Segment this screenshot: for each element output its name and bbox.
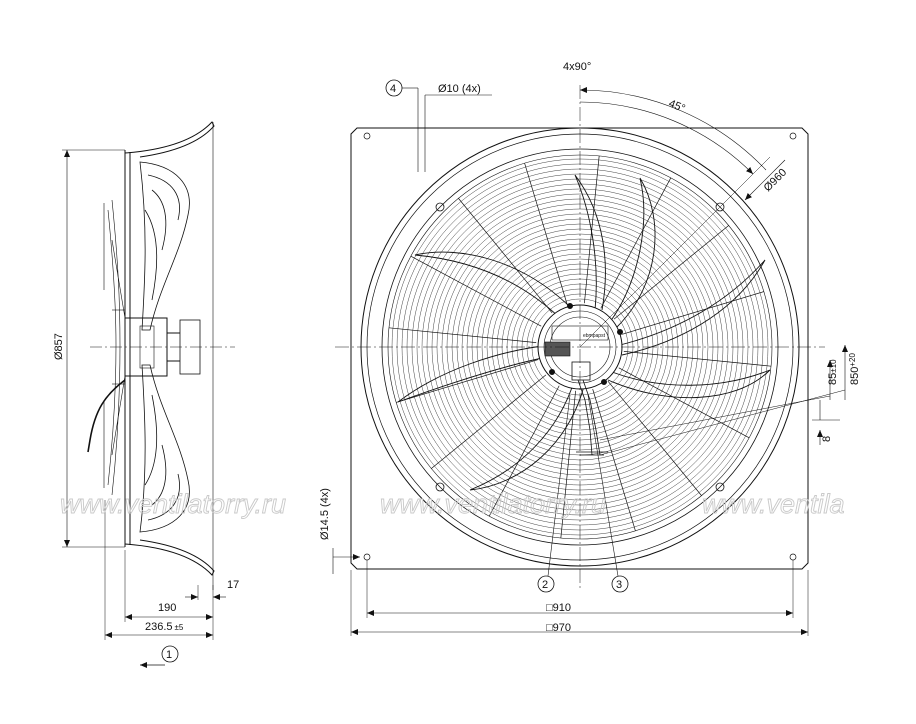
ring-diameter-label: Ø960 bbox=[762, 167, 790, 195]
slot-callout-number: 4 bbox=[390, 83, 396, 95]
guard-spoke bbox=[410, 255, 542, 327]
cable-length-label: 850+20 bbox=[848, 353, 861, 385]
guard-spokes bbox=[388, 155, 772, 539]
side-cable bbox=[87, 379, 126, 453]
overall-depth-label: 236.5±5 bbox=[145, 621, 184, 633]
front-view: ebmpapst bbox=[332, 79, 848, 636]
square-970-label: □970 bbox=[546, 622, 571, 634]
callout-1-circle bbox=[161, 645, 179, 663]
side-guard-grille bbox=[103, 199, 121, 496]
guard-spoke bbox=[584, 155, 600, 304]
square-910-label: □910 bbox=[546, 602, 571, 614]
guard-spoke bbox=[607, 380, 702, 496]
svg-text:www.ventila: www.ventila bbox=[702, 489, 845, 519]
guard-spoke bbox=[613, 225, 729, 320]
guard-spoke bbox=[623, 351, 772, 367]
guard-spoke bbox=[488, 385, 560, 517]
watermark: www.ventilatorry.ru www.ventilatorry.ru … bbox=[60, 489, 845, 520]
callout-2-number: 2 bbox=[542, 579, 548, 591]
strip-length-label: 85±10 bbox=[827, 359, 839, 385]
side-lower-blade bbox=[139, 364, 190, 533]
slot-diameter-label: Ø10 (4x) bbox=[438, 83, 481, 95]
svg-text:www.ventilatorry.ru: www.ventilatorry.ru bbox=[60, 489, 286, 519]
guard-spoke bbox=[396, 359, 538, 403]
side-upper-blade bbox=[139, 161, 190, 331]
depth-190-label: 190 bbox=[158, 602, 176, 614]
impeller-blades bbox=[397, 174, 771, 491]
corner-hole-label: Ø14.5 (4x) bbox=[319, 488, 331, 540]
guard-spoke bbox=[458, 198, 553, 314]
flange-17-label: 17 bbox=[227, 579, 239, 591]
diameter-857-label: Ø857 bbox=[53, 333, 65, 360]
ring-slots bbox=[435, 202, 725, 492]
callout-3-number: 3 bbox=[616, 579, 622, 591]
callout-1-number: 1 bbox=[166, 649, 172, 661]
angle-spacing-label: 4x90° bbox=[563, 61, 591, 73]
angle-offset-label: 45° bbox=[667, 98, 687, 115]
side-view bbox=[62, 121, 235, 668]
guard-spoke bbox=[592, 389, 636, 531]
guard-spoke bbox=[524, 163, 568, 305]
wall-plate bbox=[350, 127, 809, 570]
svg-text:ebmpapst: ebmpapst bbox=[583, 333, 606, 339]
guard-spoke bbox=[618, 367, 750, 439]
ferrule-label: 8 bbox=[821, 436, 833, 442]
svg-text:www.ventilatorry.ru: www.ventilatorry.ru bbox=[380, 489, 606, 519]
guard-spoke bbox=[431, 374, 547, 469]
guard-spoke bbox=[600, 177, 672, 309]
guard-spoke bbox=[388, 327, 537, 343]
guard-spoke bbox=[622, 291, 764, 335]
